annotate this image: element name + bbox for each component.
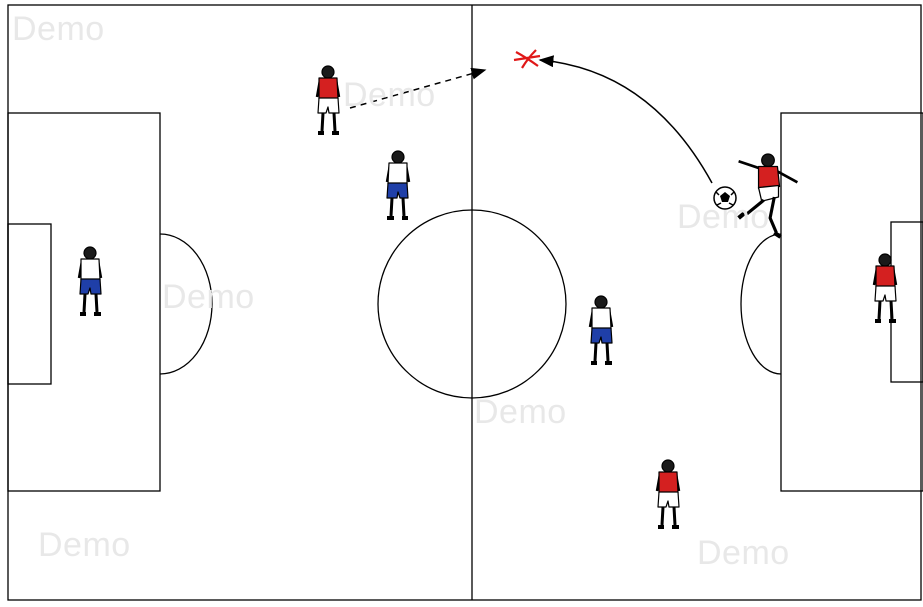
right-goal-area [891,222,923,382]
curved-kick-arrow [540,60,712,183]
watermark-text: Demo [474,393,567,432]
watermark-text: Demo [343,76,436,115]
player-figure-icon [79,247,101,314]
watermark-text: Demo [12,10,105,49]
watermark-text: Demo [677,198,770,237]
player-figure-icon [317,66,339,133]
x-mark-icon [514,50,540,68]
player-figure-icon [590,296,612,363]
watermark-text: Demo [697,534,790,573]
pitch-lines [8,5,923,600]
pitch-border [8,5,921,600]
player-figure-icon [657,460,679,527]
watermark-text: Demo [38,526,131,565]
player-figure-icon [874,254,896,321]
right-penalty-area [781,113,923,491]
left-goal-area [8,224,51,384]
player-figure-icon [387,151,409,218]
right-penalty-arc [741,234,781,374]
watermark-text: Demo [162,278,255,317]
